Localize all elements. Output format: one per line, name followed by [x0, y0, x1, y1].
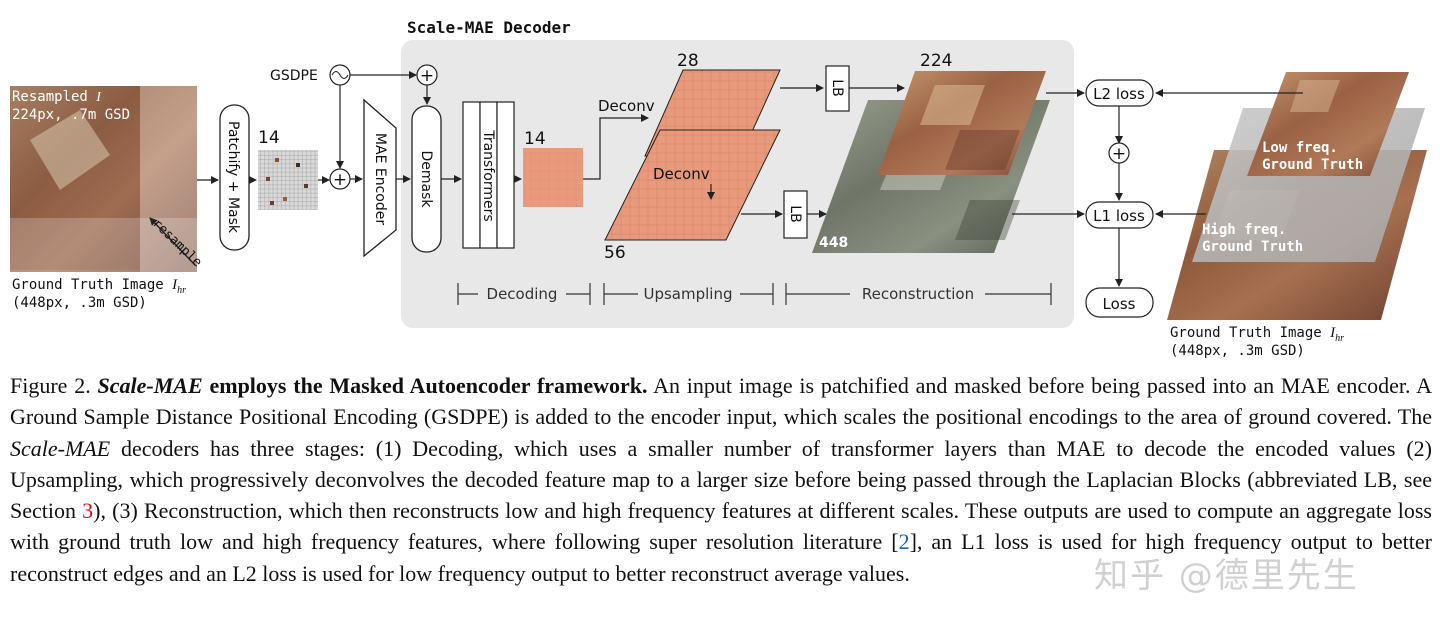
lb-bottom-label: LB	[787, 205, 803, 222]
svg-text:Ground Truth: Ground Truth	[1202, 239, 1303, 255]
low-freq-line2: Ground Truth	[1262, 157, 1363, 173]
stage-decoding	[457, 283, 591, 305]
stage-reconstruction	[785, 283, 1052, 305]
caption-title-bold: employs the Masked Autoencoder framework…	[202, 373, 648, 398]
svg-text:Ground Truth: Ground Truth	[1262, 157, 1363, 173]
size-56: 56	[604, 243, 626, 263]
mae-encoder-label: MAE Encoder	[372, 133, 388, 225]
caption-text-2: decoders has three stages: (1) Decoding,…	[10, 435, 1432, 524]
decoder-title: Scale-MAE Decoder	[407, 18, 571, 37]
low-freq-gt-image	[1247, 72, 1409, 176]
caption-text-3: ), (3) Reconstruction, which then recons…	[10, 498, 1432, 555]
stage-upsampling	[603, 283, 774, 305]
svg-text:Resampled I: Resampled I	[12, 89, 102, 105]
high-freq-line1: High freq.	[1202, 222, 1286, 238]
svg-text:+: +	[333, 170, 347, 190]
overlay-line1: Resampled	[12, 89, 96, 105]
gt-right-sub2: (448px, .3m GSD)	[1170, 343, 1305, 359]
deconv-inner-label: Deconv	[653, 165, 710, 183]
caption-text-1: An input image is patchified and masked …	[10, 373, 1432, 430]
caption-fig-label: Figure 2.	[10, 373, 98, 398]
svg-text:+: +	[420, 66, 434, 86]
lb-top-label: LB	[829, 79, 845, 96]
svg-text:Ground Truth Image Ihr: Ground Truth Image Ihr	[1170, 325, 1344, 344]
gt-right-sub: hr	[1335, 333, 1344, 344]
gt-left-sub: hr	[177, 285, 186, 296]
stage-decoding-label: Decoding	[487, 285, 558, 303]
feature-size-14: 14	[524, 129, 546, 149]
mae-encoder-block	[363, 98, 397, 258]
gt-right-symbol: I	[1329, 325, 1336, 341]
citation-ref-link[interactable]: 2	[898, 529, 910, 555]
stage-upsampling-label: Upsampling	[643, 285, 732, 303]
demask-label: Demask	[418, 150, 434, 208]
svg-text:High freq.: High freq.	[1202, 222, 1286, 238]
gsdpe-label: GSDPE	[270, 68, 318, 84]
scale-mae-diagram: Scale-MAE Decoder Resampled I 224px, .7m…	[10, 18, 1427, 359]
svg-text:Ground Truth Image Ihr: Ground Truth Image Ihr	[12, 277, 186, 296]
mask-grid-size: 14	[258, 128, 280, 148]
size-28: 28	[677, 51, 699, 71]
transformers-label: Transformers	[480, 129, 496, 221]
mask-grid	[258, 150, 318, 210]
watermark: 知乎 @德里先生	[1094, 556, 1359, 596]
l1-loss-label: L1 loss	[1093, 207, 1145, 225]
loss-label: Loss	[1103, 295, 1136, 313]
recon-low-image	[878, 71, 1046, 175]
caption-title-italic: Scale-MAE	[97, 373, 203, 398]
overlay-symbol: I	[95, 90, 102, 105]
section-ref-link[interactable]: 3	[82, 498, 94, 524]
transformers-block	[462, 101, 515, 249]
l2-loss-label: L2 loss	[1093, 85, 1145, 103]
stage-reconstruction-label: Reconstruction	[862, 285, 974, 303]
overlay-line2: 224px, .7m GSD	[12, 107, 130, 123]
size-224: 224	[920, 51, 952, 71]
svg-text:Low freq.: Low freq.	[1262, 140, 1338, 156]
gt-left-symbol: I	[171, 277, 178, 293]
caption-italic-scale-mae: Scale-MAE	[10, 435, 111, 461]
figure-caption: Figure 2. Scale-MAE employs the Masked A…	[10, 370, 1432, 589]
deconv-top-label: Deconv	[598, 97, 655, 115]
low-freq-line1: Low freq.	[1262, 140, 1338, 156]
resample-arrow	[149, 217, 196, 266]
gt-right-label: Ground Truth Image	[1170, 325, 1330, 341]
svg-text:+: +	[1112, 144, 1126, 164]
loss-block	[1085, 287, 1154, 318]
gt-left-sub2: (448px, .3m GSD)	[12, 295, 147, 311]
size-448: 448	[819, 235, 848, 251]
high-freq-line2: Ground Truth	[1202, 239, 1303, 255]
gt-left-label: Ground Truth Image	[12, 277, 172, 293]
input-image: Resampled I 224px, .7m GSD resample	[10, 86, 205, 272]
patchify-mask-label: Patchify + Mask	[225, 121, 241, 234]
caption-text-4: ], an L1 loss is used for high frequency…	[10, 529, 1432, 586]
